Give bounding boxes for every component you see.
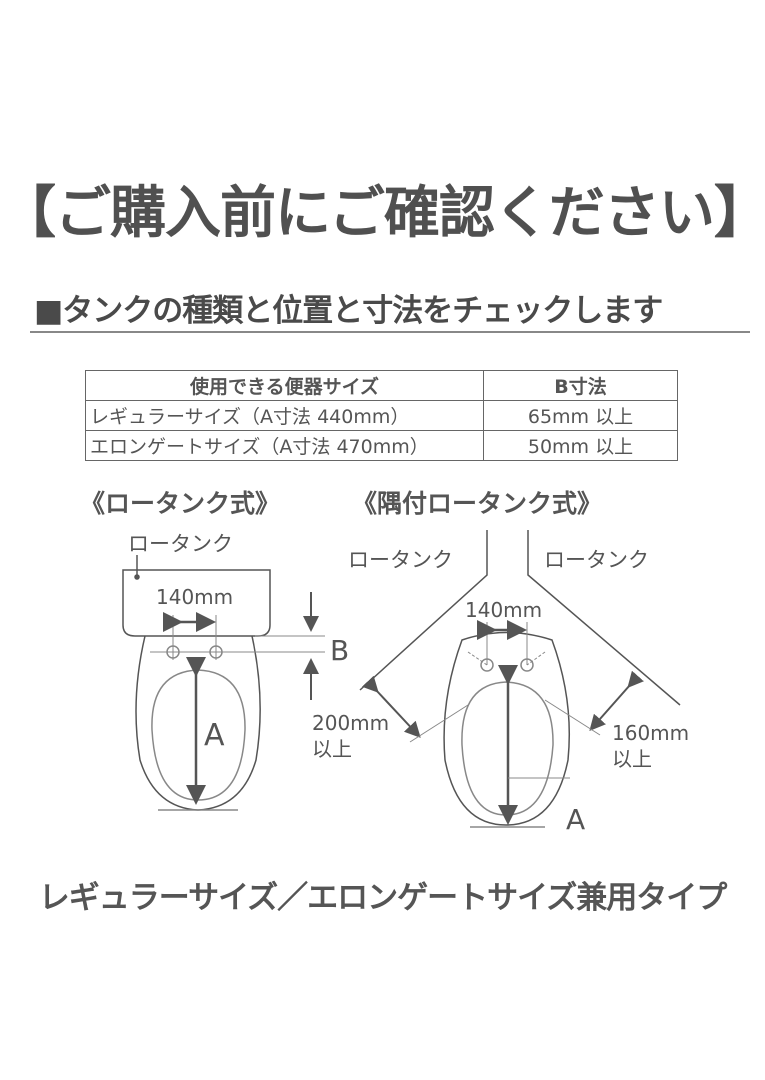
section-divider <box>30 331 750 333</box>
left-clearance-label: 200mm <box>312 711 390 735</box>
table-cell: 50mm 以上 <box>483 430 678 461</box>
table-header-row: 使用できる便器サイズ B寸法 <box>85 370 678 401</box>
bowl-outer <box>135 635 261 811</box>
bowl-outer <box>443 631 570 826</box>
b-dimension-label: B <box>330 634 350 667</box>
a-dimension-label: A <box>204 718 225 753</box>
right-clearance-suffix: 以上 <box>612 747 652 771</box>
table-header: 使用できる便器サイズ <box>85 370 484 401</box>
wall-right <box>527 530 681 706</box>
hole-spacing-label: 140mm <box>156 585 234 609</box>
page-title: 【ご購入前にご確認ください】 <box>0 181 765 246</box>
right-clearance-arrow <box>589 670 644 731</box>
left-clearance-suffix: 以上 <box>312 737 352 761</box>
low-tank-diagram <box>122 555 325 811</box>
table-row: エロンゲートサイズ（A寸法 470mm） 50mm 以上 <box>85 430 678 461</box>
tank-label-right: ロータンク <box>544 548 649 572</box>
size-table: 使用できる便器サイズ B寸法 レギュラーサイズ（A寸法 440mm） 65mm … <box>85 370 678 461</box>
table-row: レギュラーサイズ（A寸法 440mm） 65mm 以上 <box>85 400 678 431</box>
table-cell: レギュラーサイズ（A寸法 440mm） <box>85 400 484 431</box>
wall-left <box>359 530 488 691</box>
table-cell: エロンゲートサイズ（A寸法 470mm） <box>85 430 484 461</box>
bowl-inner <box>151 669 246 801</box>
table-cell: 65mm 以上 <box>483 400 678 431</box>
right-clearance-label: 160mm <box>612 721 690 745</box>
low-tank-heading: 《ロータンク式》 <box>80 489 281 518</box>
left-clearance-arrow <box>361 675 421 738</box>
table-header: B寸法 <box>483 370 678 401</box>
tank-label: ロータンク <box>128 532 233 556</box>
a-dimension-label: A <box>566 803 586 836</box>
corner-tank-diagram <box>359 530 681 828</box>
tank-label-left: ロータンク <box>348 548 453 572</box>
hole-spacing-label: 140mm <box>465 598 543 622</box>
leader-dot <box>134 574 140 580</box>
section-heading: ■タンクの種類と位置と寸法をチェックします <box>34 293 663 329</box>
compatibility-note: レギュラーサイズ／エロンゲートサイズ兼用タイプ <box>38 880 728 916</box>
corner-tank-heading: 《隅付ロータンク式》 <box>352 489 603 518</box>
